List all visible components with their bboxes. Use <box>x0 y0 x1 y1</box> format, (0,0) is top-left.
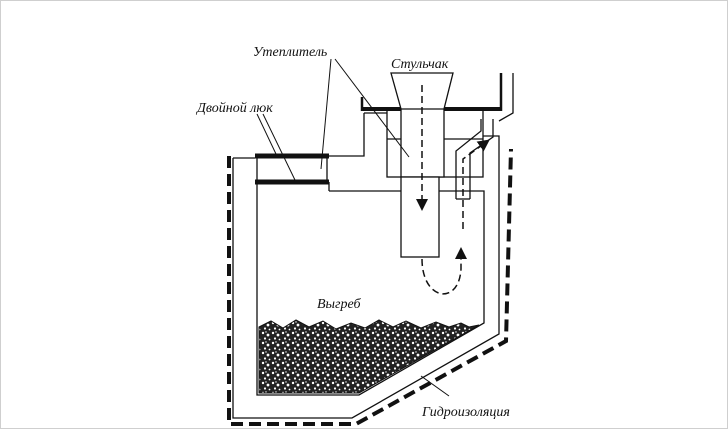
leader-hatch-2 <box>262 113 296 181</box>
vent-pipe-upper <box>498 73 514 122</box>
leader-hatch-1 <box>256 113 277 155</box>
vent-pipe <box>455 119 494 199</box>
label-seat: Стульчак <box>391 57 449 72</box>
drop-pipe <box>400 176 440 258</box>
airflow-loop <box>421 247 467 295</box>
leader-insulation-1 <box>320 58 332 170</box>
label-cesspit: Выгреб <box>317 297 362 312</box>
label-double-hatch: Двойной люк <box>195 101 273 116</box>
pit-outer-wall <box>232 135 500 419</box>
waterproofing-outline <box>227 148 513 426</box>
label-insulation: Утеплитель <box>253 45 327 60</box>
leader-insulation-2 <box>334 58 410 158</box>
sludge-layer <box>258 319 480 394</box>
label-waterproofing: Гидроизоляция <box>421 405 510 420</box>
roof-line <box>233 113 365 159</box>
leader-waterproofing <box>420 375 450 397</box>
airflow-vent-arrow <box>462 139 490 229</box>
pit-inner-wall <box>256 183 485 396</box>
